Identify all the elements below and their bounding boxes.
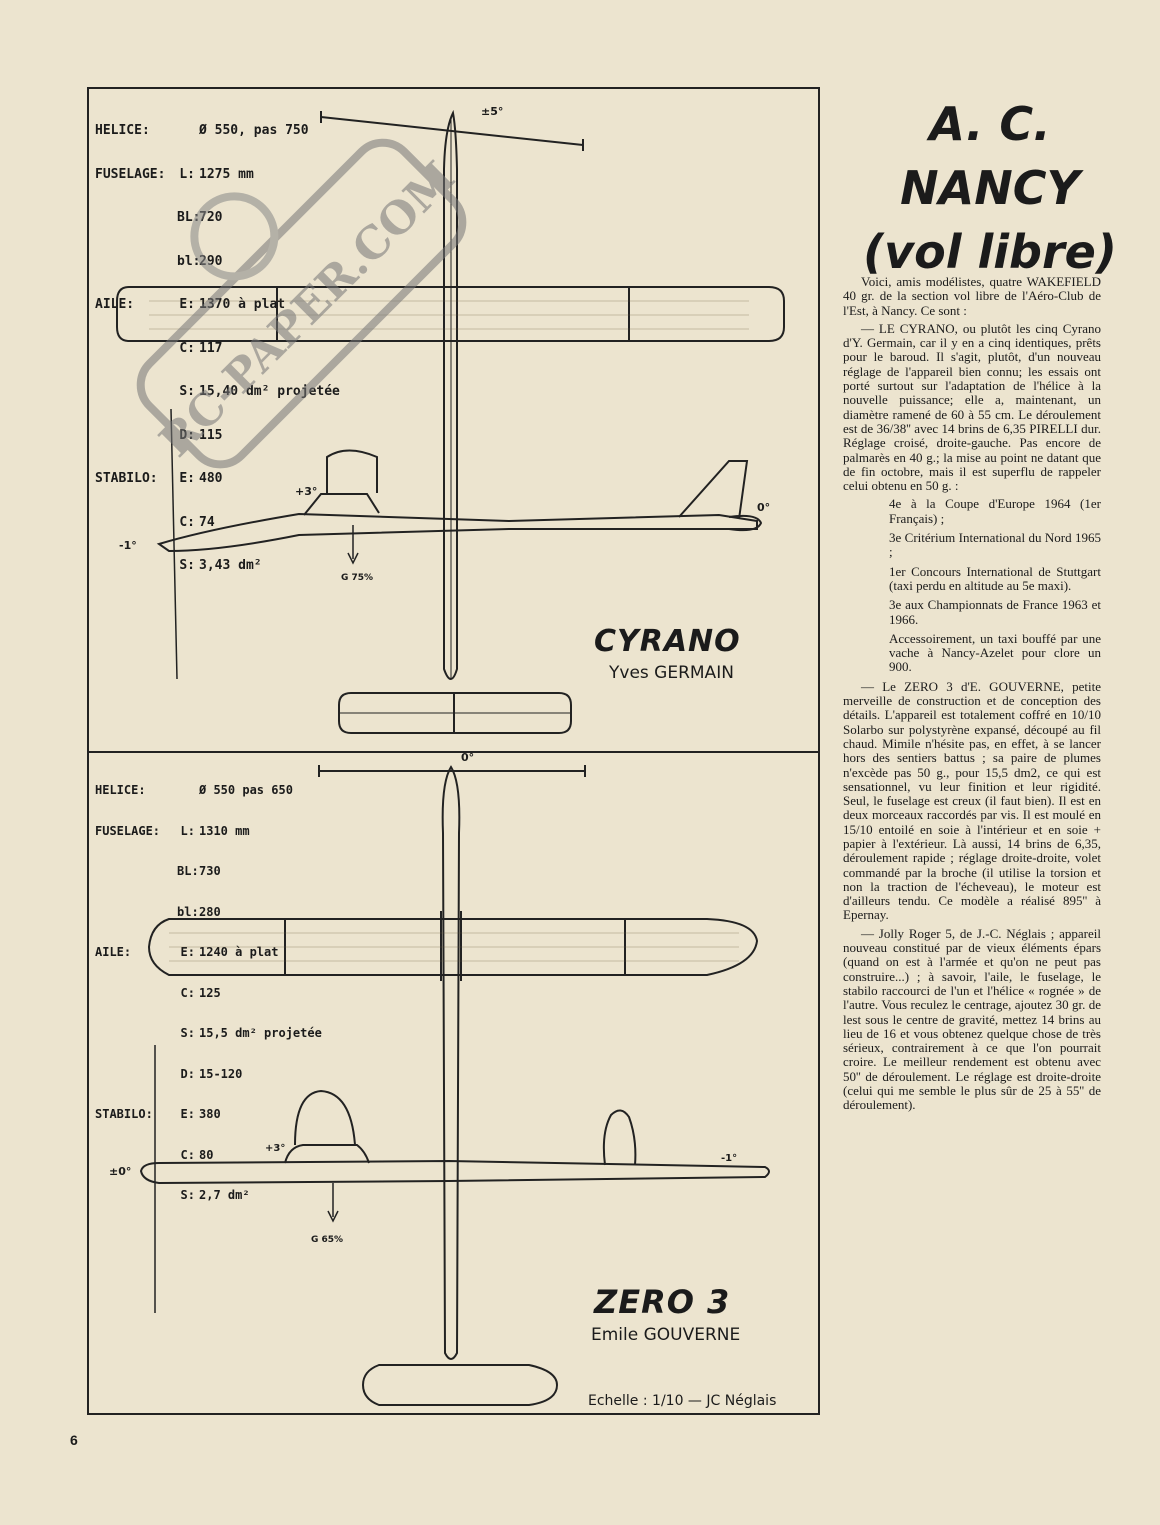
article-body: Voici, amis modélistes, quatre WAKEFIELD… <box>843 274 1101 1117</box>
palmares-item: 1er Concours International de Stuttgart … <box>889 563 1101 593</box>
zero3-nose-angle-label: ±0° <box>109 1165 132 1178</box>
zero3-tail-angle-label: -1° <box>721 1153 738 1164</box>
title-line-1: A. C. <box>929 97 1051 151</box>
zero3-name: ZERO 3 <box>594 1283 731 1321</box>
plan-panel-zero3: HELICE:Ø 550 pas 650 FUSELAGE:L:1310 mm … <box>87 751 820 1415</box>
cyrano-tail-angle-label: 0° <box>757 501 771 514</box>
plan-panel-cyrano: HELICE:Ø 550, pas 750 FUSELAGE:L:1275 mm… <box>87 87 820 753</box>
zero3-cg-label: G 65% <box>311 1235 344 1245</box>
palmares-item: 4e à la Coupe d'Europe 1964 (1er Françai… <box>889 496 1101 526</box>
cyrano-dihedral-label: ±5° <box>481 105 504 118</box>
scale-note: Echelle : 1/10 — JC Néglais <box>588 1393 777 1409</box>
article-accessoire: Accessoirement, un taxi bouffé par une v… <box>889 630 1101 675</box>
article-jolly-roger: — Jolly Roger 5, de J.-C. Néglais ; appa… <box>843 925 1101 1113</box>
palmares-item: 3e Critérium International du Nord 1965 … <box>889 530 1101 560</box>
article-intro: Voici, amis modélistes, quatre WAKEFIELD… <box>843 274 1101 318</box>
zero3-designer: Emile GOUVERNE <box>591 1325 741 1345</box>
zero3-specs: HELICE:Ø 550 pas 650 FUSELAGE:L:1310 mm … <box>95 783 322 1202</box>
zero3-dihedral-label: 0° <box>461 751 475 764</box>
zero3-wing-angle-label: +3° <box>265 1143 286 1154</box>
cyrano-name: CYRANO <box>594 624 741 659</box>
article-cyrano: — LE CYRANO, ou plutôt les cinq Cyrano d… <box>843 320 1101 494</box>
cyrano-wing-angle-label: +3° <box>295 485 318 498</box>
title-line-2: NANCY <box>900 161 1080 215</box>
page-number: 6 <box>70 1432 78 1448</box>
article-zero3: — Le ZERO 3 d'E. GOUVERNE, petite mervei… <box>843 678 1101 923</box>
title-line-3: (vol libre) <box>863 225 1117 279</box>
palmares-item: 3e aux Championnats de France 1963 et 19… <box>889 597 1101 627</box>
cyrano-cg-label: G 75% <box>341 573 374 583</box>
article-title: A. C. NANCY (vol libre) <box>840 92 1140 284</box>
cyrano-nose-angle-label: -1° <box>119 539 137 552</box>
cyrano-designer: Yves GERMAIN <box>609 663 734 683</box>
zero3-drawing <box>139 765 770 1406</box>
